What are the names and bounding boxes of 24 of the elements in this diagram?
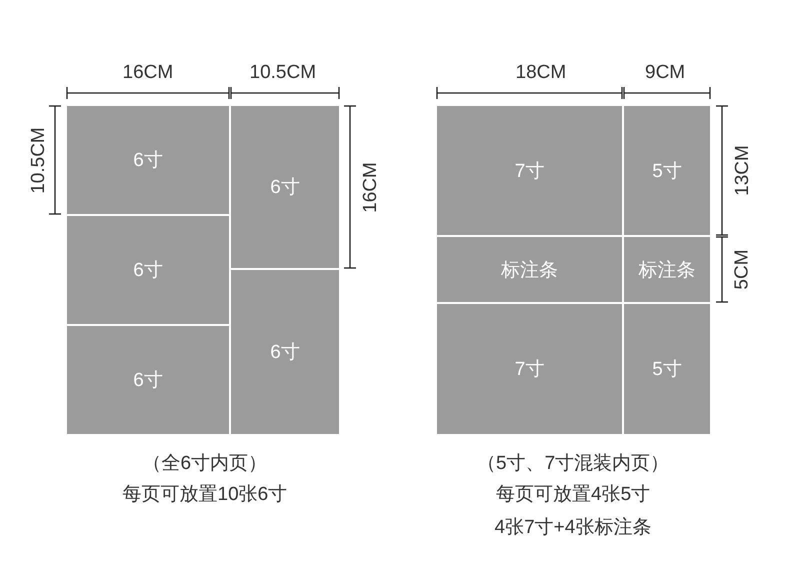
caption: 4张7寸+4张标注条 — [494, 518, 652, 536]
photo-slot: 7寸 — [437, 304, 622, 434]
caption: （全6寸内页） — [142, 454, 268, 472]
photo-slot: 6寸 — [67, 106, 229, 214]
photo-slot: 标注条 — [437, 237, 622, 302]
dimension-label: 9CM — [645, 62, 686, 82]
photo-slot: 6寸 — [67, 326, 229, 434]
dimension-label: 5CM — [732, 248, 752, 290]
caption: 每页可放置10张6寸 — [122, 484, 288, 504]
photo-slot: 5寸 — [624, 304, 710, 434]
dimension-label: 10.5CM — [28, 126, 48, 194]
dimension-label: 10.5CM — [250, 62, 316, 82]
dimension-label: 13CM — [732, 144, 752, 196]
dimension-label: 16CM — [122, 62, 174, 82]
photo-slot: 6寸 — [231, 270, 339, 434]
caption: 每页可放置4张5寸 — [496, 484, 650, 504]
dimension-label: 18CM — [516, 62, 566, 82]
photo-slot: 5寸 — [624, 106, 710, 235]
caption: （5寸、7寸混装内页） — [477, 454, 670, 472]
photo-slot: 标注条 — [624, 237, 710, 302]
photo-slot: 6寸 — [67, 216, 229, 324]
dimension-label: 16CM — [360, 162, 380, 212]
photo-slot: 6寸 — [231, 106, 339, 268]
photo-slot: 7寸 — [437, 106, 622, 235]
